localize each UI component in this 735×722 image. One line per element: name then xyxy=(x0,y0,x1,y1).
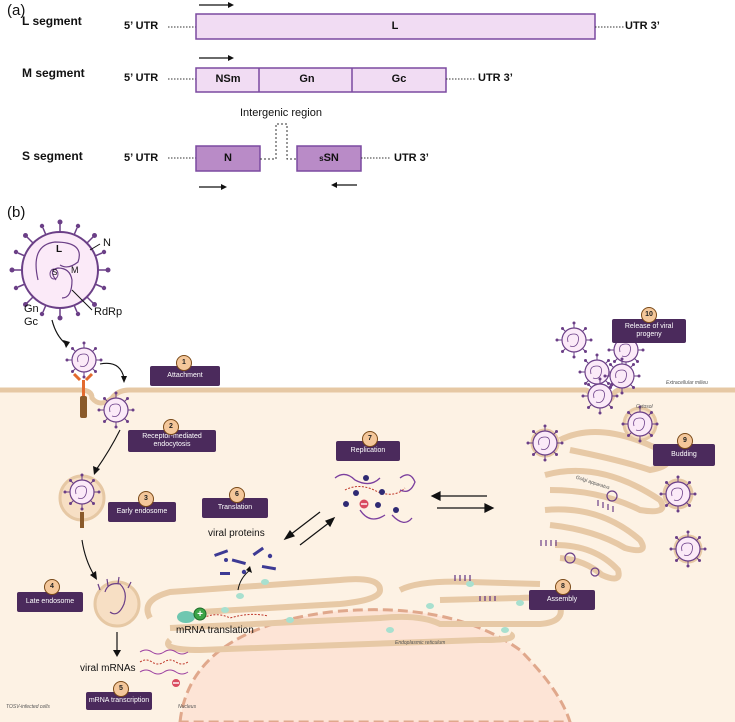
svg-text:+: + xyxy=(197,609,203,620)
l-segment-label: L segment xyxy=(22,14,82,28)
endocytosis-graphic xyxy=(93,390,136,475)
step-late-endosome: Late endosome xyxy=(17,592,83,612)
replication-graphic xyxy=(334,473,416,523)
s-segment-graphic xyxy=(168,123,391,190)
step-mrna-transcription: mRNA transcription xyxy=(86,692,152,710)
early-endosome-graphic xyxy=(58,472,106,580)
s-utr5-label: 5’ UTR xyxy=(124,152,159,164)
step-8-number: 8 xyxy=(555,579,571,595)
step-4-number: 4 xyxy=(44,579,60,595)
nsm-box-label: NSm xyxy=(215,73,241,85)
step-6-number: 6 xyxy=(229,487,245,503)
step-3-number: 3 xyxy=(138,491,154,507)
step-early-endosome: Early endosome xyxy=(108,502,176,522)
gc-box-label: Gc xyxy=(391,73,407,85)
nucleus-label: Nucleus xyxy=(178,704,197,710)
step-budding: Budding xyxy=(653,444,715,466)
nss-main: SN xyxy=(323,152,339,164)
viral-proteins-label: viral proteins xyxy=(208,528,265,539)
attachment-graphic xyxy=(64,340,127,418)
golgi-apparatus xyxy=(544,429,671,582)
panel-b-label: (b) xyxy=(7,204,26,221)
rdrp-label: RdRp xyxy=(94,306,123,318)
step-translation: Translation xyxy=(202,498,268,518)
gn-box-label: Gn xyxy=(299,73,315,85)
step-receptor-endocytosis: Receptor-mediated endocytosis xyxy=(128,430,216,452)
virion-m-label: M xyxy=(71,265,79,275)
virion-n-label: N xyxy=(103,237,111,249)
viral-mrnas-graphic xyxy=(139,649,189,675)
step-assembly: Assembly xyxy=(529,590,595,610)
l-segment-graphic xyxy=(168,2,624,40)
nss-small-s: s xyxy=(319,154,324,163)
step-attachment: Attachment xyxy=(150,366,220,386)
l-box-label: L xyxy=(391,20,399,32)
gc-label: Gc xyxy=(24,316,39,328)
s-segment-label: S segment xyxy=(22,149,83,163)
step-5-number: 5 xyxy=(113,681,129,697)
translation-replication-arrows xyxy=(283,491,495,546)
viral-proteins-graphic xyxy=(214,546,277,575)
progeny-virions xyxy=(525,320,708,569)
l-utr5-label: 5’ UTR xyxy=(124,20,159,32)
viral-mrnas-label: viral mRNAs xyxy=(80,663,136,674)
m-utr5-label: 5’ UTR xyxy=(124,72,159,84)
step-2-number: 2 xyxy=(163,419,179,435)
er-glycoproteins xyxy=(454,575,496,601)
cytosol-label: Cytosol xyxy=(636,404,653,410)
er-label: Endoplasmic reticulum xyxy=(395,640,446,646)
step-7-number: 7 xyxy=(362,431,378,447)
step-replication: Replication xyxy=(336,441,400,461)
step-1-number: 1 xyxy=(176,355,192,371)
m-segment-graphic xyxy=(168,55,476,93)
golgi-viral-cargo xyxy=(540,490,618,577)
l-utr3-label: UTR 3’ xyxy=(625,20,660,32)
translating-ribosome: + xyxy=(177,607,269,623)
intergenic-label: Intergenic region xyxy=(240,107,322,119)
step-9-number: 9 xyxy=(677,433,693,449)
m-segment-label: M segment xyxy=(22,66,85,80)
panel-a-label: (a) xyxy=(7,2,26,19)
s-utr3-label: UTR 3’ xyxy=(394,152,429,164)
virion-l-label: L xyxy=(56,244,63,255)
step-10-number: 10 xyxy=(641,307,657,323)
n-box-label: N xyxy=(224,152,232,164)
virion-s-label: S xyxy=(52,268,58,277)
nss-box-label: sSN xyxy=(297,152,361,164)
late-endosome-graphic xyxy=(93,576,141,657)
tosv-virion xyxy=(9,219,111,321)
infected-cells-label: TOSV-infected cells xyxy=(6,704,50,710)
extracellular-label: Extracellular milieu xyxy=(666,380,708,386)
ribosomes xyxy=(221,579,524,633)
gn-label: Gn xyxy=(24,303,39,315)
step-release: Release of viral progeny xyxy=(612,319,686,343)
mrna-translation-label: mRNA translation xyxy=(176,625,254,636)
m-utr3-label: UTR 3’ xyxy=(478,72,513,84)
